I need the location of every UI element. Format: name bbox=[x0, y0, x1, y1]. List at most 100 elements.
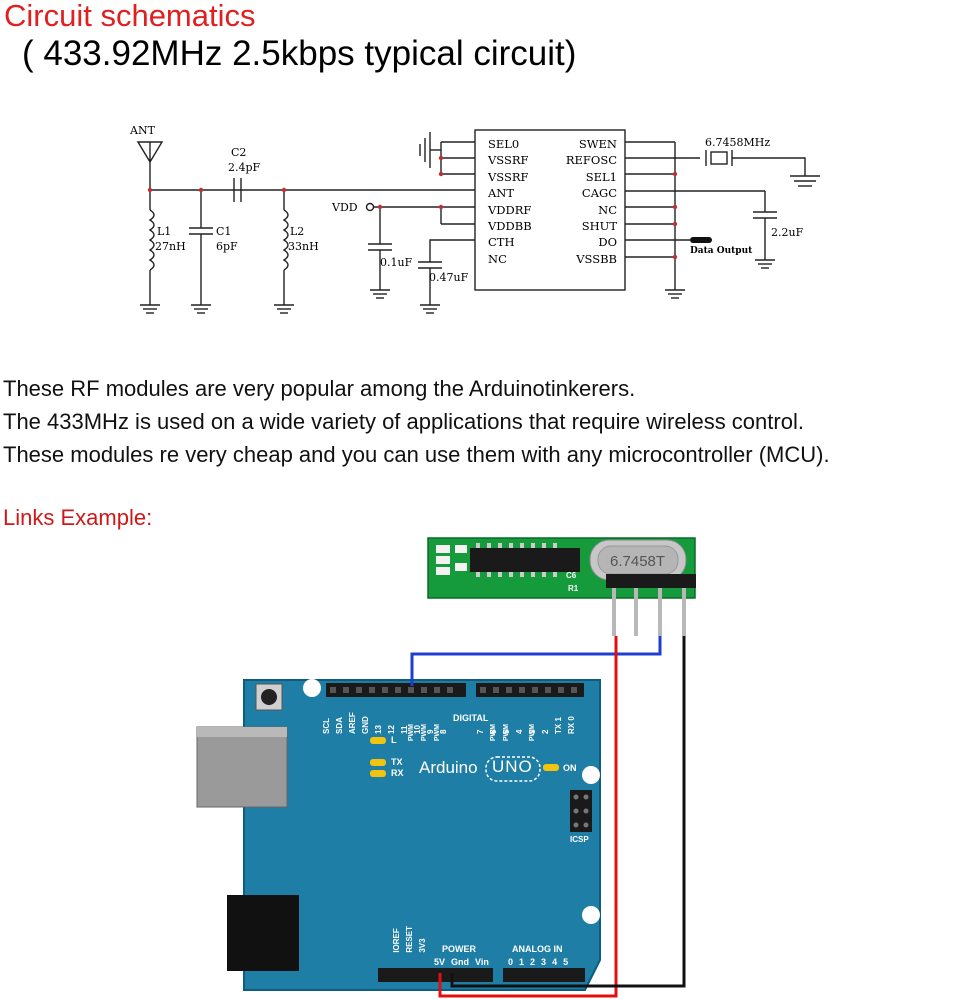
rf-module-chip bbox=[470, 548, 580, 572]
links-example-label: Links Example: bbox=[3, 505, 153, 530]
wire-blue bbox=[410, 636, 662, 686]
receiver-chip bbox=[474, 129, 626, 291]
c2-name-label: C2 bbox=[231, 146, 247, 159]
uno-badge bbox=[485, 756, 541, 782]
data-output-label: Data Output bbox=[690, 246, 753, 256]
pwm-labels-right: PWM PWM PWM bbox=[490, 724, 542, 741]
analog-pin: 4 bbox=[552, 957, 558, 967]
icsp-header bbox=[570, 790, 592, 832]
c1-value-label: 6pF bbox=[216, 240, 238, 253]
l1-inductor bbox=[148, 209, 155, 271]
chip-pin-refosc: REFOSC bbox=[565, 153, 617, 168]
analog-pin: 0 bbox=[508, 957, 514, 967]
pwm-label: PWM bbox=[490, 724, 497, 742]
chip-pin-vssbb: VSSBB bbox=[576, 251, 617, 266]
crystal-frequency-label: 6.7458MHz bbox=[705, 136, 771, 149]
chip-pin-do: DO bbox=[598, 235, 617, 250]
power-pin-labels: 5V Gnd Vin bbox=[434, 957, 489, 967]
chip-pins-right: SWEN REFOSC SEL1 CAGC NC SHUT DO VSSBB bbox=[555, 136, 617, 267]
cap-047uf-label: 0.47uF bbox=[429, 271, 469, 284]
pin-label: 2 bbox=[541, 729, 550, 734]
led-tx-label: TX bbox=[391, 757, 403, 767]
analog-pin-labels: 0 1 2 3 4 5 bbox=[508, 957, 568, 967]
antenna-label: ANT bbox=[130, 124, 155, 137]
pwm-labels-left: PWM PWM PWM bbox=[408, 724, 447, 741]
pin-label: 12 bbox=[387, 725, 396, 734]
chip-pins-left: SEL0 VSSRF VSSRF ANT VDDRF VDDBB CTH NC bbox=[488, 136, 532, 267]
led-l-label: L bbox=[391, 735, 397, 745]
power-label: POWER bbox=[442, 944, 477, 954]
page-title: Circuit schematics bbox=[4, 0, 256, 33]
page-subtitle: ( 433.92MHz 2.5kbps typical circuit) bbox=[22, 34, 577, 73]
power-header bbox=[378, 968, 493, 982]
crystal-symbol bbox=[710, 151, 728, 165]
l2-value-label: 33nH bbox=[288, 240, 319, 253]
power-jack bbox=[227, 895, 299, 971]
pin-label: 13 bbox=[374, 725, 383, 734]
analog-header bbox=[503, 968, 585, 982]
usb-connector bbox=[196, 726, 288, 808]
chip-pin-cagc: CAGC bbox=[581, 186, 617, 201]
circuit-schematic bbox=[136, 129, 820, 314]
pwm-label: PWM bbox=[421, 724, 428, 742]
crystal-marking: 6.7458T bbox=[610, 553, 666, 570]
chip-pin-shut: SHUT bbox=[581, 219, 617, 234]
analog-pin: 5 bbox=[563, 957, 569, 967]
analog-pin: 1 bbox=[519, 957, 525, 967]
pin-label: AREF bbox=[348, 712, 357, 734]
wire-black bbox=[450, 636, 686, 988]
power-pin-5v: 5V bbox=[434, 957, 446, 967]
c2-value-label: 2.4pF bbox=[228, 161, 261, 174]
power-pin-vin: Vin bbox=[475, 957, 489, 967]
chip-pin-ant: ANT bbox=[488, 186, 515, 201]
rf-module-header bbox=[606, 574, 696, 588]
chip-pin-swen: SWEN bbox=[578, 137, 617, 151]
digital-header-right bbox=[476, 683, 584, 697]
description-line-1: These RF modules are very popular among … bbox=[3, 376, 636, 401]
pin-label: RX 0 bbox=[567, 716, 576, 734]
pin-label: TX 1 bbox=[554, 717, 563, 734]
power-pin-labels-vertical: IOREF RESET 3V3 bbox=[392, 926, 431, 953]
vdd-label: VDD bbox=[332, 201, 358, 214]
pwm-label: PWM bbox=[434, 724, 441, 742]
chip-pin-nc-right: NC bbox=[598, 202, 617, 217]
analog-pin: 3 bbox=[541, 957, 547, 967]
c1-name-label: C1 bbox=[216, 225, 232, 238]
wire-red bbox=[438, 636, 618, 998]
on-led-label: ON bbox=[563, 763, 577, 773]
chip-pin-nc: NC bbox=[488, 251, 507, 266]
analog-in-label: ANALOG IN bbox=[512, 944, 563, 954]
pwm-label: PWM bbox=[503, 724, 510, 742]
chip-pin-vssrf-1: VSSRF bbox=[488, 153, 529, 168]
chip-pin-sel0: SEL0 bbox=[488, 137, 520, 151]
chip-pin-vddrf: VDDRF bbox=[488, 202, 532, 217]
pin-label: SDA bbox=[335, 717, 344, 734]
pwm-label: PWM bbox=[529, 724, 536, 742]
l1-name-label: L1 bbox=[157, 225, 172, 238]
chip-pin-vddbb: VDDBB bbox=[488, 219, 532, 234]
cap-01uf-label: 0.1uF bbox=[380, 256, 413, 269]
cap-22uf-label: 2.2uF bbox=[771, 226, 804, 239]
power-pin-ioref: IOREF bbox=[392, 928, 401, 953]
description-line-2: The 433MHz is used on a wide variety of … bbox=[3, 409, 804, 434]
arduino-brand: Arduino bbox=[419, 758, 478, 777]
pin-label: GND bbox=[361, 716, 370, 734]
chip-pin-cth: CTH bbox=[488, 235, 515, 250]
led-rx-label: RX bbox=[391, 768, 404, 778]
description-line-3: These modules re very cheap and you can … bbox=[3, 442, 830, 467]
l1-value-label: 27nH bbox=[155, 240, 186, 253]
icsp-label: ICSP bbox=[570, 835, 589, 844]
module-r1-label: R1 bbox=[568, 584, 579, 593]
power-pin-gnd: Gnd bbox=[451, 957, 470, 967]
chip-pin-sel1: SEL1 bbox=[585, 169, 617, 184]
pin-label: SCL bbox=[322, 718, 331, 734]
digital-label: DIGITAL bbox=[453, 713, 489, 723]
description: These RF modules are very popular among … bbox=[3, 372, 830, 471]
analog-pin: 2 bbox=[530, 957, 536, 967]
power-pin-reset: RESET bbox=[405, 926, 414, 953]
data-output-terminal bbox=[690, 237, 712, 243]
power-pin-3v3: 3V3 bbox=[418, 938, 427, 953]
arduino-model: UNO bbox=[492, 757, 533, 776]
l2-inductor bbox=[282, 209, 289, 271]
pwm-label: PWM bbox=[408, 724, 415, 742]
